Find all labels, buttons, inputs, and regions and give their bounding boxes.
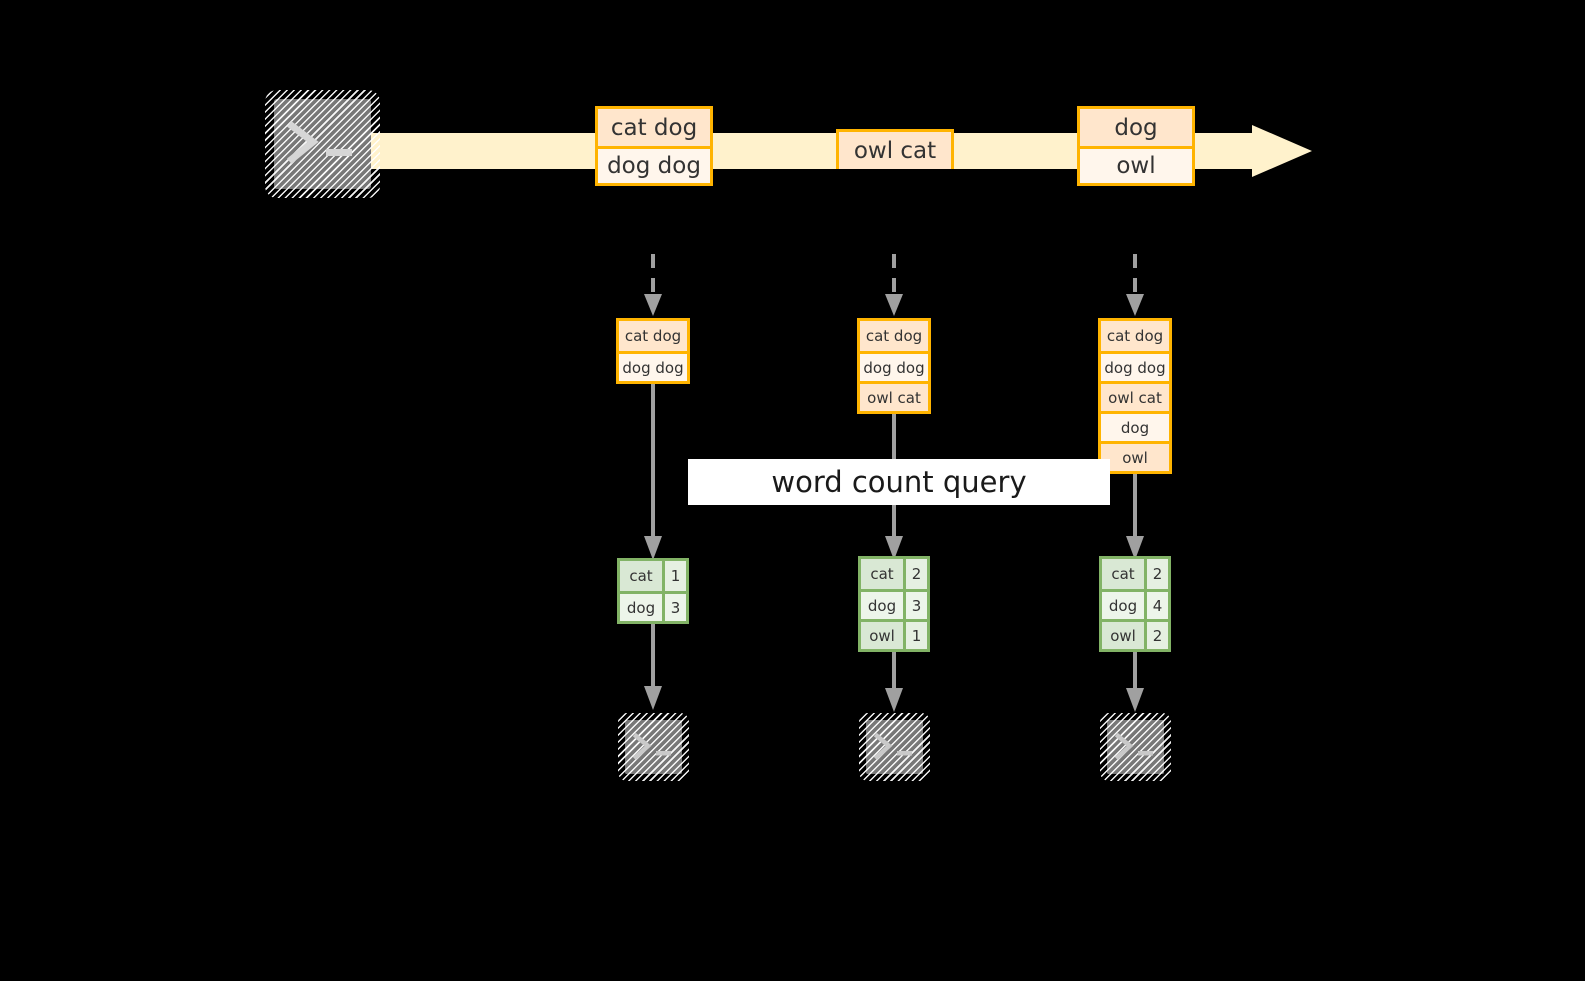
count-row: dog 3: [620, 591, 686, 621]
sink-connector-3: [1125, 652, 1145, 712]
stream-event-3[interactable]: dog owl: [1077, 106, 1195, 186]
count-word: dog: [620, 594, 662, 621]
count-row: owl 2: [1102, 619, 1168, 649]
sink-connector-2: [884, 652, 904, 712]
stream-event-line: owl: [1080, 146, 1192, 183]
count-table-2[interactable]: cat 2 dog 3 owl 1: [858, 556, 930, 652]
stream-event-line: dog dog: [598, 146, 710, 183]
dashed-connector-3: [1124, 254, 1146, 316]
stream-event-line: dog: [1080, 109, 1192, 146]
stream-event-1[interactable]: cat dog dog dog: [595, 106, 713, 186]
snapshot-input-2[interactable]: cat dog dog dog owl cat: [857, 318, 931, 414]
terminal-prompt-glyph: [274, 99, 371, 189]
stream-event-line: cat dog: [598, 109, 710, 146]
snapshot-input-line: owl cat: [1101, 381, 1169, 411]
sink-terminal-icon-3: [1100, 713, 1171, 781]
count-value: 3: [903, 592, 927, 619]
snapshot-input-line: owl: [1101, 441, 1169, 471]
count-row: cat 2: [1102, 559, 1168, 589]
count-row: cat 1: [620, 561, 686, 591]
count-table-1[interactable]: cat 1 dog 3: [617, 558, 689, 624]
dashed-connector-2: [883, 254, 905, 316]
sink-terminal-icon-2: [859, 713, 930, 781]
snapshot-input-line: dog dog: [619, 351, 687, 381]
count-table-3[interactable]: cat 2 dog 4 owl 2: [1099, 556, 1171, 652]
count-row: owl 1: [861, 619, 927, 649]
dashed-connector-1: [642, 254, 664, 316]
terminal-prompt-glyph: [625, 720, 682, 774]
source-terminal-icon: [265, 90, 380, 198]
snapshot-input-3[interactable]: cat dog dog dog owl cat dog owl: [1098, 318, 1172, 474]
snapshot-input-line: dog dog: [1101, 351, 1169, 381]
terminal-prompt-glyph: [1107, 720, 1164, 774]
query-connector-3: [1125, 474, 1145, 560]
stream-event-2[interactable]: owl cat: [836, 129, 954, 169]
query-label: word count query: [771, 465, 1027, 499]
sink-terminal-icon-1: [618, 713, 689, 781]
stream-event-line: owl cat: [839, 132, 951, 169]
query-banner: word count query: [688, 459, 1110, 505]
snapshot-input-1[interactable]: cat dog dog dog: [616, 318, 690, 384]
count-word: dog: [861, 592, 903, 619]
count-word: cat: [861, 559, 903, 589]
count-word: owl: [1102, 622, 1144, 649]
snapshot-input-line: cat dog: [860, 321, 928, 351]
count-value: 1: [662, 561, 686, 591]
count-value: 2: [1144, 559, 1168, 589]
count-value: 2: [1144, 622, 1168, 649]
count-word: dog: [1102, 592, 1144, 619]
count-value: 1: [903, 622, 927, 649]
query-connector-1: [643, 384, 663, 560]
count-word: cat: [620, 561, 662, 591]
snapshot-input-line: dog dog: [860, 351, 928, 381]
snapshot-input-line: dog: [1101, 411, 1169, 441]
sink-connector-1: [643, 624, 663, 710]
snapshot-input-line: cat dog: [1101, 321, 1169, 351]
count-value: 4: [1144, 592, 1168, 619]
count-word: cat: [1102, 559, 1144, 589]
count-row: cat 2: [861, 559, 927, 589]
snapshot-input-line: cat dog: [619, 321, 687, 351]
count-value: 2: [903, 559, 927, 589]
count-row: dog 3: [861, 589, 927, 619]
snapshot-input-line: owl cat: [860, 381, 928, 411]
count-word: owl: [861, 622, 903, 649]
count-row: dog 4: [1102, 589, 1168, 619]
count-value: 3: [662, 594, 686, 621]
terminal-prompt-glyph: [866, 720, 923, 774]
